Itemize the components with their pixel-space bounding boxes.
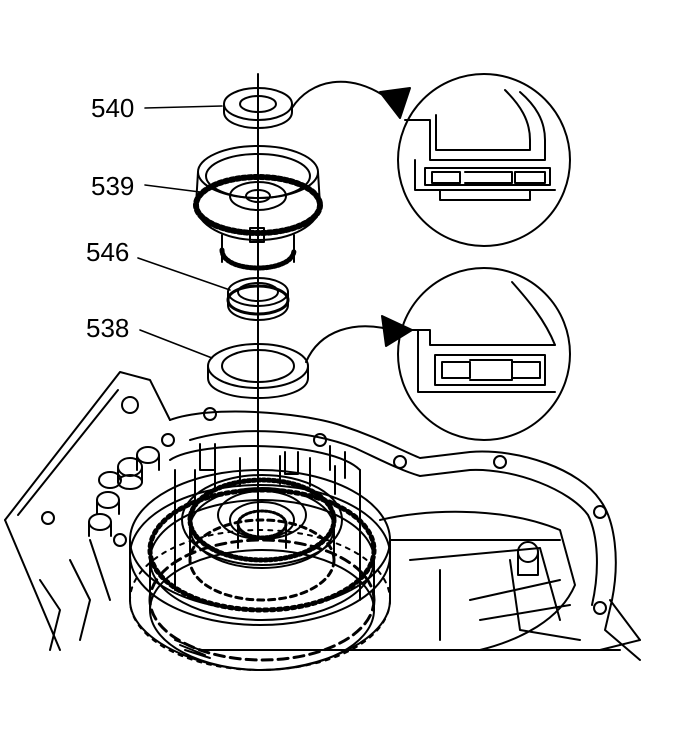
thrust-washer-540 bbox=[223, 87, 293, 129]
transmission-case bbox=[4, 371, 641, 661]
callout-546: 546 bbox=[86, 237, 130, 267]
bearing-546 bbox=[226, 277, 290, 321]
callout-540: 540 bbox=[91, 93, 135, 123]
leader-lines bbox=[137, 105, 231, 359]
sun-gear-drum-539 bbox=[193, 145, 323, 271]
detail-arrow-lower bbox=[305, 315, 413, 363]
callout-538: 538 bbox=[86, 313, 130, 343]
thrust-bearing-538 bbox=[207, 343, 309, 399]
detail-view-upper bbox=[397, 73, 571, 247]
servo-bores bbox=[39, 446, 160, 651]
callout-539: 539 bbox=[91, 171, 135, 201]
detail-view-lower bbox=[397, 267, 571, 441]
clutch-housing bbox=[129, 443, 391, 671]
detail-arrow-upper bbox=[291, 80, 411, 119]
